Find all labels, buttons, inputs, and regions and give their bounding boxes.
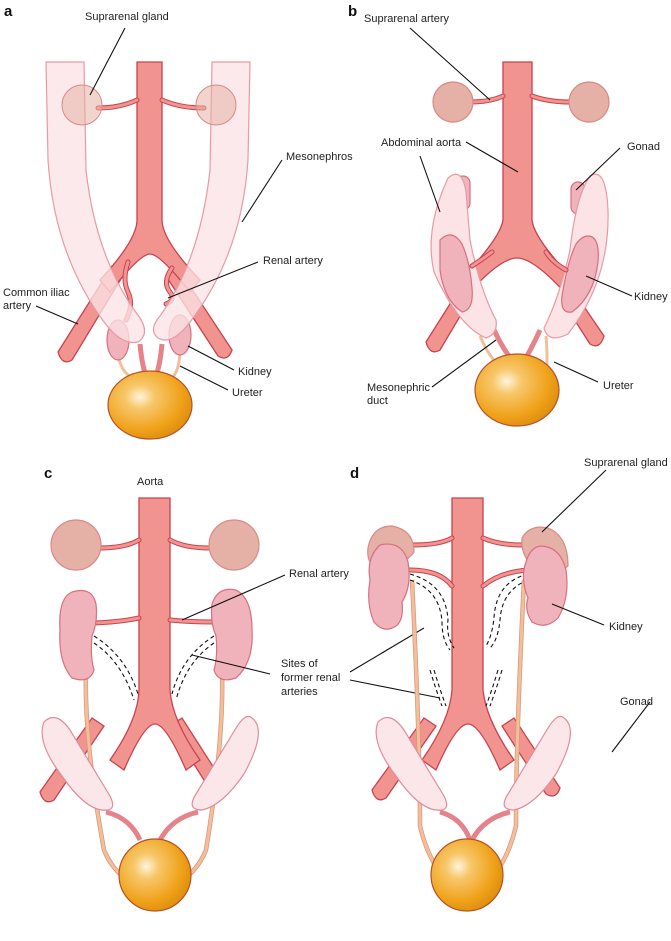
kidney-left (59, 589, 98, 681)
panel-c-letter: c (44, 465, 52, 482)
panel-b-letter: b (348, 3, 357, 20)
label-abdominal-aorta: Abdominal aorta (381, 137, 462, 149)
suprarenal-gland-left (50, 519, 102, 571)
bladder (430, 838, 504, 912)
kidney-left (439, 234, 473, 313)
label-suprarenal-gland: Suprarenal gland (584, 457, 668, 469)
suprarenal-gland-left (432, 81, 474, 123)
kidney-right (522, 545, 568, 626)
suprarenal-gland-left (61, 84, 103, 126)
label-common-iliac-1: Common iliac (3, 287, 70, 299)
gonad-right (191, 715, 259, 811)
label-suprarenal-artery: Suprarenal artery (364, 13, 449, 25)
label-suprarenal-gland: Suprarenal gland (85, 11, 169, 23)
label-mesonephric-duct-1: Mesonephric (367, 382, 430, 394)
gonad-left (41, 716, 114, 811)
suprarenal-gland-right (568, 81, 610, 123)
aorta (421, 497, 515, 771)
label-renal-artery: Renal artery (289, 568, 349, 580)
gonad-right (503, 715, 571, 811)
panel-a: a Supra (3, 3, 353, 440)
suprarenal-gland-right (195, 84, 237, 126)
label-sites-1: Sites of (281, 658, 319, 670)
label-aorta: Aorta (137, 476, 164, 488)
aorta (109, 497, 201, 771)
panel-d: d Suprarenal gla (350, 457, 668, 912)
label-sites-2: former renal (281, 672, 340, 684)
gonad-left (375, 716, 448, 811)
panel-d-letter: d (350, 465, 359, 482)
label-ureter: Ureter (603, 380, 634, 392)
panel-a-letter: a (4, 3, 13, 20)
bladder (107, 370, 193, 440)
bladder (474, 353, 560, 427)
aorta (99, 61, 201, 294)
suprarenal-gland-right (208, 519, 260, 571)
mesonephros-left (45, 61, 146, 344)
mesonephros-right (152, 61, 251, 341)
label-kidney: Kidney (634, 291, 668, 303)
label-renal-artery: Renal artery (263, 255, 323, 267)
label-sites-3: arteries (281, 686, 318, 698)
panel-b: b Suprarenal (348, 3, 668, 427)
kidney-left (368, 543, 410, 630)
label-mesonephric-duct-2: duct (367, 395, 388, 407)
label-common-iliac-2: artery (3, 300, 32, 312)
kidney-right (561, 235, 599, 313)
label-gonad: Gonad (627, 141, 660, 153)
label-gonad: Gonad (620, 696, 653, 708)
kidney-right (210, 588, 253, 681)
label-ureter: Ureter (232, 387, 263, 399)
label-mesonephros: Mesonephros (286, 151, 353, 163)
label-kidney: Kidney (609, 621, 643, 633)
bladder (118, 838, 192, 912)
label-kidney: Kidney (238, 366, 272, 378)
panel-c: c Aorta Renal artery Si (39, 465, 441, 912)
